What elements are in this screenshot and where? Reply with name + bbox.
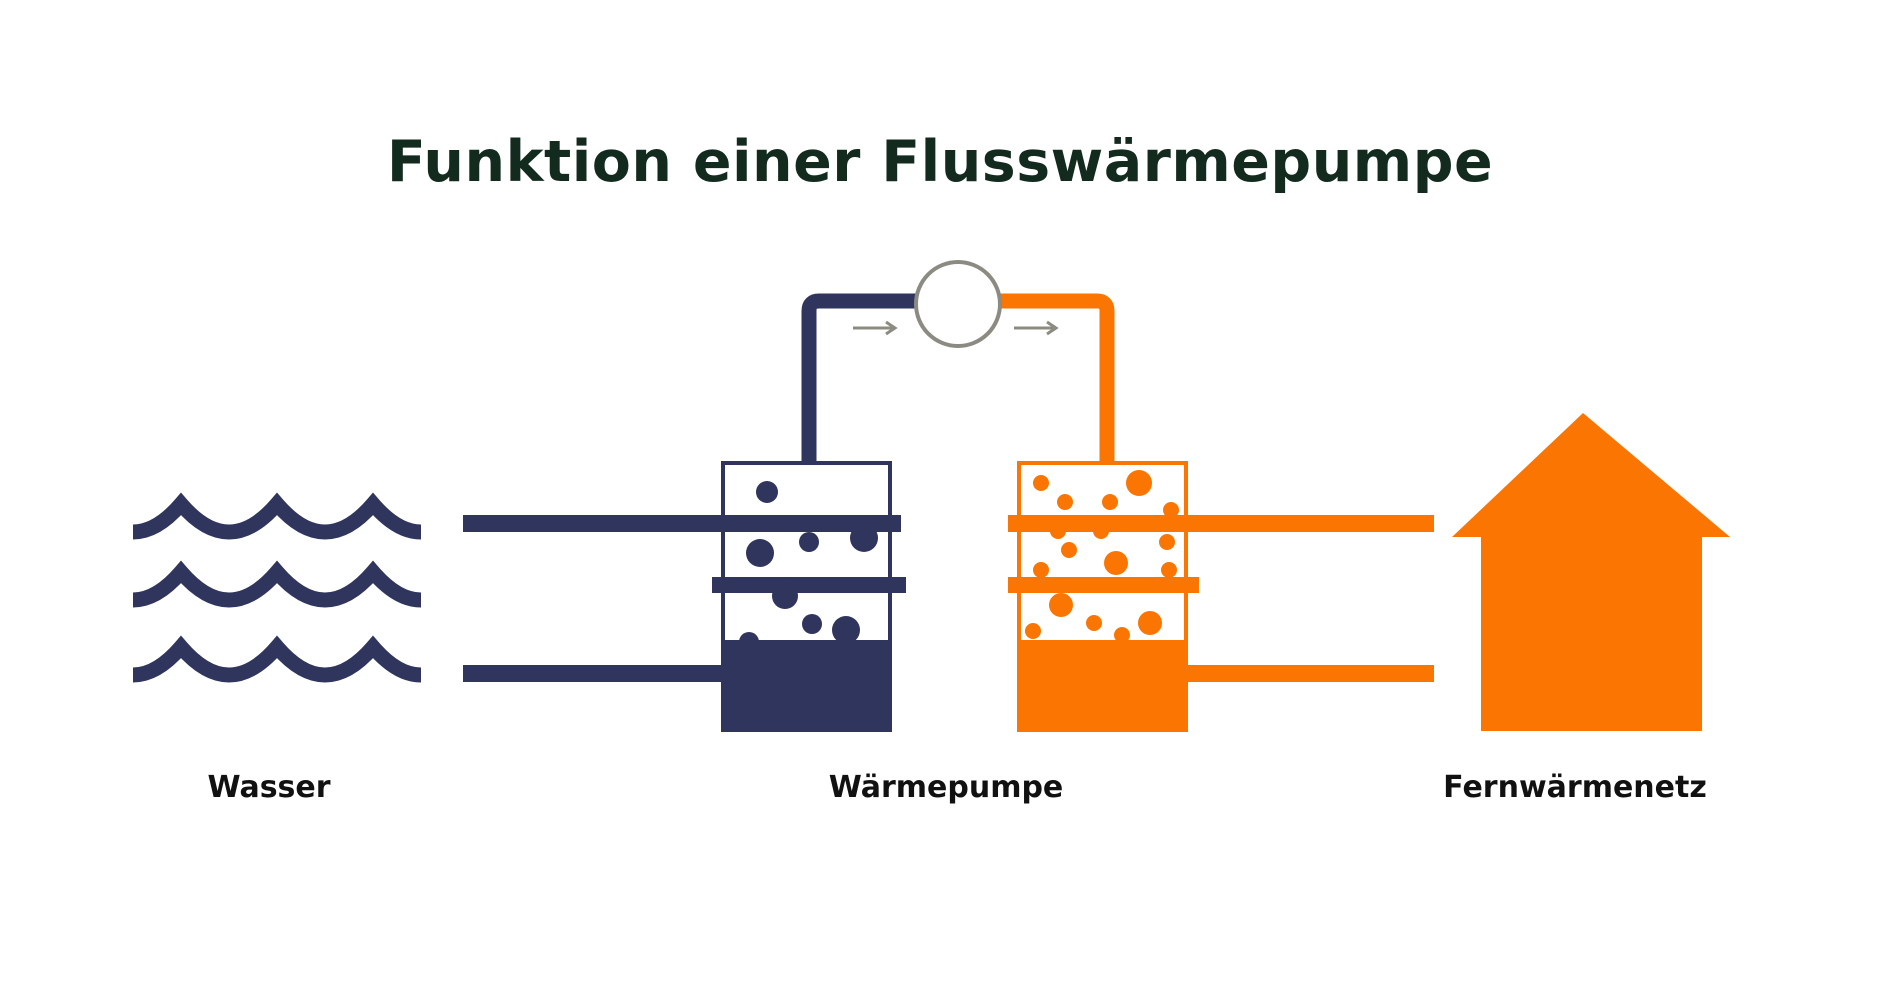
bubble <box>1050 523 1066 539</box>
condenser-liquid <box>1019 640 1186 731</box>
wave-line <box>132 560 422 608</box>
bubble <box>1161 562 1177 578</box>
evaporator <box>463 293 917 732</box>
discharge-line <box>999 293 1115 463</box>
bubble <box>1138 611 1162 635</box>
condenser <box>999 293 1434 732</box>
evaporator-bubbles <box>739 481 878 652</box>
compressor-icon <box>914 260 1002 348</box>
suction-line <box>801 293 917 463</box>
condenser-bubbles <box>1025 470 1179 643</box>
wave-line <box>132 492 422 540</box>
supply-pipe <box>1008 515 1434 532</box>
flow-arrows <box>853 320 1059 336</box>
outlet-pipe <box>463 665 723 682</box>
label-water: Wasser <box>207 770 331 805</box>
bubble <box>1104 551 1128 575</box>
bubble <box>1061 542 1077 558</box>
flow-arrow-icon <box>1014 320 1059 336</box>
return-pipe <box>1188 665 1434 682</box>
bubble <box>739 632 759 652</box>
bubble <box>1114 627 1130 643</box>
house-icon <box>1452 413 1730 731</box>
bubble <box>802 614 822 634</box>
label-heat-pump: Wärmepumpe <box>828 770 1064 805</box>
bubble <box>756 481 778 503</box>
bubble <box>850 524 878 552</box>
bubble <box>1033 475 1049 491</box>
bubble <box>772 583 798 609</box>
evaporator-liquid <box>723 640 890 731</box>
bubble <box>1093 523 1109 539</box>
bubble <box>1159 534 1175 550</box>
evaporator-coil <box>712 577 906 593</box>
water-waves-icon <box>132 492 422 683</box>
bubble <box>1126 470 1152 496</box>
bubble <box>1049 593 1073 617</box>
page-title: Funktion einer Flusswärmepumpe <box>386 129 1494 195</box>
bubble <box>1057 494 1073 510</box>
bubble <box>799 532 819 552</box>
inlet-pipe <box>463 515 901 532</box>
bubble <box>1086 615 1102 631</box>
condenser-coil <box>1008 577 1199 593</box>
bubble <box>1033 562 1049 578</box>
bubble <box>832 616 860 644</box>
bubble <box>1025 623 1041 639</box>
flow-arrow-icon <box>853 320 898 336</box>
label-district-heating: Fernwärmenetz <box>1443 770 1707 805</box>
bubble <box>1163 502 1179 518</box>
bubble <box>1102 494 1118 510</box>
wave-line <box>132 635 422 683</box>
bubble <box>746 539 774 567</box>
